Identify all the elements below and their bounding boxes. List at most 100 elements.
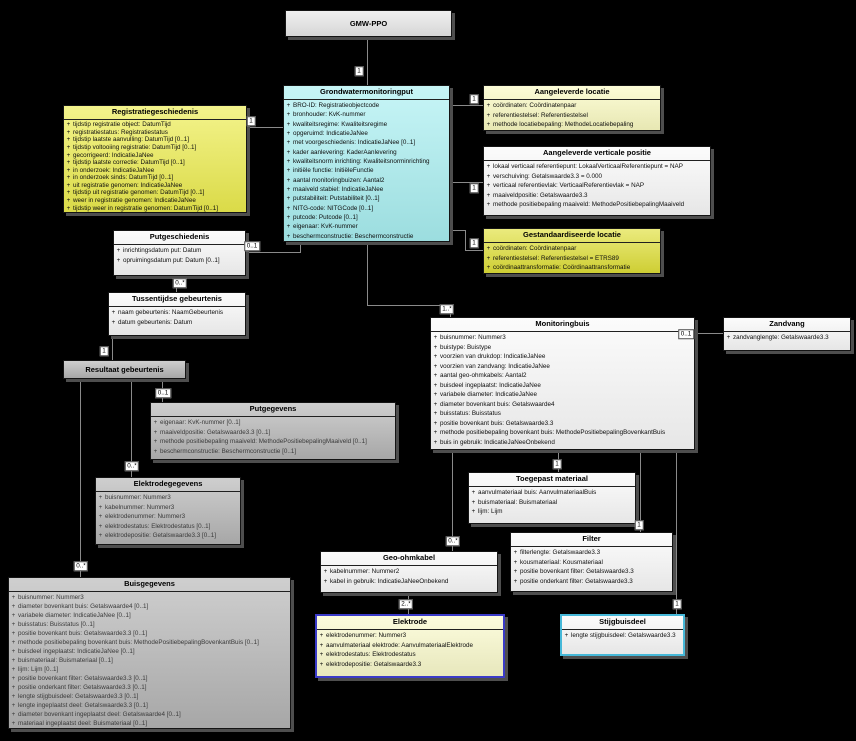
visibility-public-icon: + xyxy=(98,513,103,521)
attribute-text: elektrodenummer: Nummer3 xyxy=(105,513,186,521)
attribute-row: +tijdstip weer in registratie genomen: D… xyxy=(64,204,246,212)
attribute-row: +tijdstip registratie object: DatumTijd xyxy=(64,121,246,129)
class-registratiegeschiedenis[interactable]: Registratiegeschiedenis+tijdstip registr… xyxy=(63,105,247,213)
multiplicity-label-m-filter: 1 xyxy=(634,520,644,530)
attribute-text: buisnummer: Nummer3 xyxy=(440,334,506,342)
attribute-row: +NITG-code: NITGCode [0..1] xyxy=(284,204,449,213)
visibility-public-icon: + xyxy=(513,549,518,557)
class-gestandaardiseerde-locatie[interactable]: Gestandaardiseerde locatie+coördinaten: … xyxy=(483,228,661,274)
attribute-text: buismateriaal: Buismateriaal [0..1] xyxy=(18,657,113,664)
multiplicity-label-m-zandvang: 0..1 xyxy=(678,329,694,339)
attribute-row: +positie bovenkant filter: Getalswaarde3… xyxy=(511,567,672,577)
visibility-public-icon: + xyxy=(286,120,291,128)
attribute-row: +kwaliteitsregime: Kwaliteitsregime xyxy=(284,120,449,129)
visibility-public-icon: + xyxy=(98,494,103,502)
class-title: Putgegevens xyxy=(151,403,395,417)
visibility-public-icon: + xyxy=(286,111,291,119)
attribute-text: diameter bovenkant buis: Getalswaarde4 xyxy=(440,400,555,408)
class-filter[interactable]: Filter+filterlengte: Getalswaarde3.3+kou… xyxy=(510,532,673,592)
visibility-public-icon: + xyxy=(319,632,324,640)
attribute-text: inrichtingsdatum put: Datum xyxy=(123,247,202,255)
attribute-row: +kousmateriaal: Kousmateriaal xyxy=(511,558,672,568)
attribute-row: +lengte stijgbuisdeel: Getalswaarde3.3 xyxy=(562,631,683,641)
attribute-row: +voorzien van zandvang: IndicatieJaNee xyxy=(431,362,694,372)
attribute-text: buisnummer: Nummer3 xyxy=(105,494,171,502)
attribute-row: +variabele diameter: IndicatieJaNee xyxy=(431,390,694,400)
class-resultaat-gebeurtenis[interactable]: Resultaat gebeurtenis xyxy=(63,360,186,379)
class-monitoringbuis[interactable]: Monitoringbuis+buisnummer: Nummer3+buist… xyxy=(430,317,695,450)
visibility-public-icon: + xyxy=(286,139,291,147)
attribute-row: +filterlengte: Getalswaarde3.3 xyxy=(511,548,672,558)
class-title: Zandvang xyxy=(724,318,850,332)
multiplicity-label-m-resultaat-gebeurtenis: 1 xyxy=(99,346,109,356)
visibility-public-icon: + xyxy=(11,711,16,718)
attribute-row: +opgeruimd: IndicatieJaNee xyxy=(284,129,449,138)
attribute-row: +methode positiebepaling bovenkant buis:… xyxy=(431,428,694,438)
visibility-public-icon: + xyxy=(564,632,569,640)
attribute-text: elektrodestatus: Elektrodestatus xyxy=(326,651,416,659)
attribute-row: +coördinaattransformatie: Coördinaattran… xyxy=(484,263,660,273)
attribute-row: +coördinaten: Coördinatenpaar xyxy=(484,101,660,111)
attribute-text: referentiestelsel: Referentiestelsel xyxy=(493,111,588,119)
visibility-public-icon: + xyxy=(286,176,291,184)
attribute-row: +voorzien van drukdop: IndicatieJaNee xyxy=(431,352,694,362)
visibility-public-icon: + xyxy=(11,594,16,601)
class-geo-ohmkabel[interactable]: Geo-ohmkabel+kabelnummer: Nummer2+kabel … xyxy=(320,551,498,593)
class-zandvang[interactable]: Zandvang+zandvanglengte: Getalswaarde3.3 xyxy=(723,317,851,351)
attribute-row: +elektrodepositie: Getalswaarde3.3 [0..1… xyxy=(96,531,240,541)
class-elektrode[interactable]: Elektrode+elektrodenummer: Nummer3+aanvu… xyxy=(315,614,505,678)
multiplicity-label-m-elektrodegegevens: 0..* xyxy=(124,461,140,471)
attribute-text: buisstatus: Buisstatus xyxy=(440,410,501,418)
attribute-row: +buisnummer: Nummer3 xyxy=(9,593,290,602)
attribute-text: positie bovenkant filter: Getalswaarde3.… xyxy=(520,568,634,576)
class-putgegevens[interactable]: Putgegevens+eigenaar: KvK-nummer [0..1]+… xyxy=(150,402,396,460)
visibility-public-icon: + xyxy=(111,318,116,326)
attribute-row: +variabele diameter: IndicatieJaNee [0..… xyxy=(9,611,290,620)
attribute-text: aantal monitoringbuizen: Aantal2 xyxy=(293,176,385,184)
attribute-row: +kabelnummer: Nummer3 xyxy=(96,503,240,513)
attribute-text: maaiveld stabiel: IndicatieJaNee xyxy=(293,186,384,194)
class-putgeschiedenis[interactable]: Putgeschiedenis+inrichtingsdatum put: Da… xyxy=(113,230,246,276)
visibility-public-icon: + xyxy=(486,163,491,171)
visibility-public-icon: + xyxy=(323,568,328,576)
class-title: Registratiegeschiedenis xyxy=(64,106,246,120)
visibility-public-icon: + xyxy=(98,522,103,530)
class-aangeleverde-locatie[interactable]: Aangeleverde locatie+coördinaten: Coördi… xyxy=(483,85,661,131)
visibility-public-icon: + xyxy=(319,651,324,659)
attribute-text: methode locatiebepaling: MethodeLocatieb… xyxy=(493,121,634,129)
attribute-row: +bronhouder: KvK-nummer xyxy=(284,110,449,119)
visibility-public-icon: + xyxy=(513,568,518,576)
visibility-public-icon: + xyxy=(11,720,16,727)
attribute-row: +verticaal referentievlak: VerticaalRefe… xyxy=(484,181,710,191)
attribute-text: kabelnummer: Nummer3 xyxy=(105,503,175,511)
visibility-public-icon: + xyxy=(471,508,476,516)
attribute-text: uit registratie genomen: IndicatieJaNee xyxy=(73,181,183,189)
class-tussentijdse-gebeurtenis[interactable]: Tussentijdse gebeurtenis+naam gebeurteni… xyxy=(108,292,246,336)
attribute-row: +tijdstip uit registratie genomen: Datum… xyxy=(64,189,246,197)
visibility-public-icon: + xyxy=(433,400,438,408)
attribute-text: putcode: Putcode [0..1] xyxy=(293,214,358,222)
class-aangeleverde-verticale-positie[interactable]: Aangeleverde verticale positie+lokaal ve… xyxy=(483,146,711,216)
visibility-public-icon: + xyxy=(286,186,291,194)
visibility-public-icon: + xyxy=(98,503,103,511)
attribute-text: in onderzoek sinds: DatumTijd [0..1] xyxy=(73,174,174,182)
class-stijgbuisdeel[interactable]: Stijgbuisdeel+lengte stijgbuisdeel: Geta… xyxy=(560,614,685,656)
class-title: Gestandaardiseerde locatie xyxy=(484,229,660,243)
attribute-row: +buisdeel ingeplaatst: IndicatieJaNee [0… xyxy=(9,647,290,656)
visibility-public-icon: + xyxy=(66,128,71,136)
attribute-row: +in onderzoek sinds: DatumTijd [0..1] xyxy=(64,174,246,182)
class-grondwatermonitoringput[interactable]: Grondwatermonitoringput+BRO-ID: Registra… xyxy=(283,85,450,242)
visibility-public-icon: + xyxy=(433,362,438,370)
visibility-public-icon: + xyxy=(513,558,518,566)
visibility-public-icon: + xyxy=(286,223,291,231)
class-gmw-ppo[interactable]: GMW-PPO xyxy=(285,10,452,37)
attribute-text: lengte stijgbuisdeel: Getalswaarde3.3 xyxy=(571,632,676,640)
attribute-row: +inrichtingsdatum put: Datum xyxy=(114,246,245,256)
attribute-text: tijdstip weer in registratie genomen: Da… xyxy=(73,204,219,212)
class-elektrodegegevens[interactable]: Elektrodegegevens+buisnummer: Nummer3+ka… xyxy=(95,477,241,545)
class-title: Elektrode xyxy=(317,616,503,630)
class-buisgegevens[interactable]: Buisgegevens+buisnummer: Nummer3+diamete… xyxy=(8,577,291,729)
visibility-public-icon: + xyxy=(433,419,438,427)
class-toegepast-materiaal[interactable]: Toegepast materiaal+aanvulmateriaal buis… xyxy=(468,472,636,524)
class-title: Aangeleverde locatie xyxy=(484,86,660,100)
